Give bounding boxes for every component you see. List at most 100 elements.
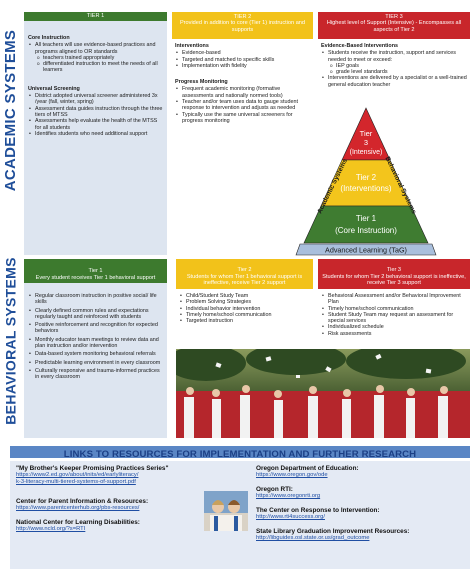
academic-tier3-panel: Evidence-Based Interventions Students re…	[318, 39, 470, 101]
link-oregon-ode: Oregon Department of Education: https://…	[256, 465, 466, 479]
interventions-list: Evidence-based Targeted and matched to s…	[175, 50, 310, 69]
links-banner-bar	[10, 446, 470, 458]
academic-tier1-header: TIER 1	[24, 12, 167, 21]
academic-tier2-header-title: TIER 2	[233, 14, 252, 20]
academic-tier3-header: TIER 3 Highest level of Support (Intensi…	[318, 12, 470, 39]
pyramid-tier3-label-2: 3	[364, 138, 368, 147]
list-item: Interventions are delivered by a special…	[321, 75, 467, 88]
list-item: District adopted universal screener admi…	[28, 93, 163, 106]
list-item: Evidence-based	[175, 50, 310, 57]
pyramid-tier3-label-1: Tier	[360, 129, 373, 138]
pyramid-tier1	[303, 205, 429, 244]
list-item: Targeted and matched to specific skills	[175, 57, 310, 64]
link-title: State Library Graduation Improvement Res…	[256, 528, 410, 535]
pyramid-base-label: Advanced Learning (TaG)	[325, 246, 407, 255]
link-title: National Center for Learning Disabilitie…	[16, 519, 140, 526]
universal-screening-list: District adopted universal screener admi…	[28, 93, 163, 137]
link-title: "My Brother's Keeper Promising Practices…	[16, 465, 169, 472]
list-item: Regular classroom instruction in positiv…	[28, 293, 163, 306]
academic-systems-text: ACADEMIC SYSTEMS	[2, 29, 20, 191]
link-url[interactable]: https://www.oregonrti.org	[256, 493, 321, 499]
list-item: Clearly defined common rules and expecta…	[28, 308, 163, 321]
behavioral-tier2-list: Child/Student Study Team Problem Solving…	[179, 293, 310, 325]
list-item: All teachers will use evidence-based pra…	[28, 42, 163, 55]
list-item: IEP goals	[330, 63, 467, 70]
list-item: Positive reinforcement and recognition f…	[28, 322, 163, 335]
list-item: Typically use the same universal screene…	[175, 112, 310, 125]
link-oregon-rti: Oregon RTI: https://www.oregonrti.org	[256, 486, 466, 500]
list-item: Targeted instruction	[179, 318, 310, 325]
list-item: differentiated instruction to meet the n…	[37, 61, 163, 74]
behavioral-tier2-header: Tier 2 Students for whom Tier 1 behavior…	[176, 259, 313, 289]
list-item: Frequent academic monitoring (formative …	[175, 86, 310, 99]
mtss-pyramid: Tier 3 (Intensive) Tier 2 (Interventions…	[295, 107, 437, 256]
core-instruction-list: All teachers will use evidence-based pra…	[28, 42, 163, 55]
list-item: Child/Student Study Team	[179, 293, 310, 300]
core-instruction-sublist: teachers trained appropriately different…	[28, 55, 163, 74]
academic-systems-label: ACADEMIC SYSTEMS	[0, 12, 22, 208]
list-item: Risk assessments	[321, 331, 467, 338]
link-url[interactable]: https://www.oregon.gov/ode	[256, 472, 328, 478]
behavioral-tier1-header: Tier 1 Every student receives Tier 1 beh…	[24, 259, 167, 283]
interventions-title: Interventions	[175, 43, 209, 49]
list-item: Timely home/school communication	[321, 306, 467, 313]
link-url[interactable]: http://libguides.osl.state.or.us/grad_ou…	[256, 535, 370, 541]
academic-tier3-header-title: TIER 3	[385, 14, 403, 20]
list-item: Individual behavior intervention	[179, 306, 310, 313]
link-title: The Center on Response to Intervention:	[256, 507, 380, 514]
link-url[interactable]: https://www.parentcenterhub.org/pbs-reso…	[16, 505, 140, 511]
list-item: Assessment data guides instruction throu…	[28, 106, 163, 119]
link-url[interactable]: k-3-literacy-multi-tiered-systems-of-sup…	[16, 479, 136, 485]
link-center-parent-info: Center for Parent Information & Resource…	[16, 498, 208, 512]
pyramid-tier1-label-2: (Core Instruction)	[335, 226, 397, 235]
behavioral-tier1-panel: Regular classroom instruction in positiv…	[24, 283, 167, 438]
academic-tier1-panel: Core Instruction All teachers will use e…	[24, 21, 167, 255]
behavioral-tier1-list: Regular classroom instruction in positiv…	[28, 293, 163, 381]
behavioral-systems-label: BEHAVIORAL SYSTEMS	[0, 257, 22, 425]
link-url[interactable]: https://www2.ed.gov/about/inits/ed/early…	[16, 472, 139, 478]
list-item: Teacher and/or team uses data to gauge s…	[175, 99, 310, 112]
tier3-sublist: IEP goals grade level standards	[321, 63, 467, 76]
tier3-list-2: Interventions are delivered by a special…	[321, 75, 467, 88]
behavioral-tier2-panel: Child/Student Study Team Problem Solving…	[176, 291, 313, 347]
list-item: Identifies students who need additional …	[28, 131, 163, 138]
list-item: teachers trained appropriately	[37, 55, 163, 62]
academic-tier1-header-text: TIER 1	[86, 13, 105, 19]
link-title: Oregon RTI:	[256, 486, 293, 493]
academic-tier2-header-subtitle: Provided in addition to core (Tier 1) in…	[179, 20, 306, 33]
list-item: Monthly educator team meetings to review…	[28, 337, 163, 350]
academic-tier3-header-subtitle: Highest level of Support (Intensive) - E…	[326, 20, 462, 33]
pyramid-tier2-label-2: (Interventions)	[340, 184, 391, 193]
behavioral-tier3-header: Tier 3 Students for whom Tier 2 behavior…	[318, 259, 470, 289]
progress-monitoring-list: Frequent academic monitoring (formative …	[175, 86, 310, 124]
list-item: Implementation with fidelity	[175, 63, 310, 70]
behavioral-tier3-header-text: Tier 3 Students for whom Tier 2 behavior…	[322, 267, 466, 287]
list-item: Data-based system monitoring behavioral …	[28, 351, 163, 358]
link-url[interactable]: http://www.rti4success.org/	[256, 514, 325, 520]
evidence-based-interventions-title: Evidence-Based Interventions	[321, 43, 398, 49]
list-item: Student Study Team may request an assess…	[321, 312, 467, 325]
universal-screening-title: Universal Screening	[28, 85, 80, 92]
link-title: Center for Parent Information & Resource…	[16, 498, 149, 505]
progress-monitoring-title: Progress Monitoring	[175, 79, 228, 86]
pyramid-tier3-label-3: (Intensive)	[350, 149, 383, 156]
graduation-photo	[176, 349, 470, 438]
tier3-list: Students receive the instruction, suppor…	[321, 50, 467, 63]
link-ncld: National Center for Learning Disabilitie…	[16, 519, 208, 533]
behavioral-tier3-list: Behavioral Assessment and/or Behavioral …	[321, 293, 467, 337]
link-center-rti: The Center on Response to Intervention: …	[256, 507, 466, 521]
pyramid-tier1-label-1: Tier 1	[356, 214, 377, 223]
list-item: Timely home/school communication	[179, 312, 310, 319]
link-title: Oregon Department of Education:	[256, 465, 359, 472]
core-instruction-title: Core Instruction	[28, 35, 70, 41]
list-item: grade level standards	[330, 69, 467, 76]
link-url[interactable]: http://www.ncld.org/?s=RTI	[16, 526, 86, 532]
list-item: Behavioral Assessment and/or Behavioral …	[321, 293, 467, 306]
list-item: Students receive the instruction, suppor…	[321, 50, 467, 63]
behavioral-tier1-header-text: Tier 1 Every student receives Tier 1 beh…	[35, 268, 156, 281]
academic-tier2-panel: Interventions Evidence-based Targeted an…	[172, 39, 313, 159]
link-state-library: State Library Graduation Improvement Res…	[256, 528, 466, 542]
behavioral-tier2-header-text: Tier 2 Students for whom Tier 1 behavior…	[186, 267, 303, 287]
list-item: Predictable learning environment in ever…	[28, 360, 163, 367]
behavioral-systems-text: BEHAVIORAL SYSTEMS	[3, 257, 19, 425]
